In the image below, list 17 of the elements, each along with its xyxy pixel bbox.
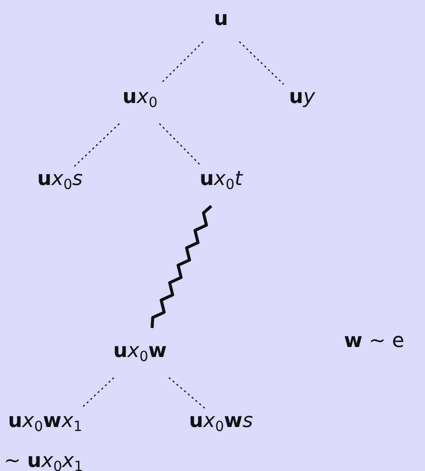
dotted-connector [80,377,114,409]
dotted-connector [239,41,284,85]
math-term: ux$_{0}$wx$_{1}$ [8,408,82,436]
dotted-connector [168,377,206,409]
math-term: ux$_{0}$t [200,166,242,194]
equivalence-note: ∼ ux$_{0}$x$_{1}$ [4,448,83,471]
math-term: ux$_{0}$s [37,166,83,194]
math-term: ux$_{0}$w [113,338,167,366]
wavy-connector [150,204,212,328]
math-term: ux$_{0}$ [122,84,158,112]
dotted-connector [160,41,204,85]
math-term: uy [288,84,316,108]
dotted-connector [74,123,120,167]
math-term: u [214,6,228,30]
equivalence-note: w ∼ e [344,328,404,352]
math-term: ux$_{0}$ws [189,408,253,436]
dotted-connector [159,123,202,167]
